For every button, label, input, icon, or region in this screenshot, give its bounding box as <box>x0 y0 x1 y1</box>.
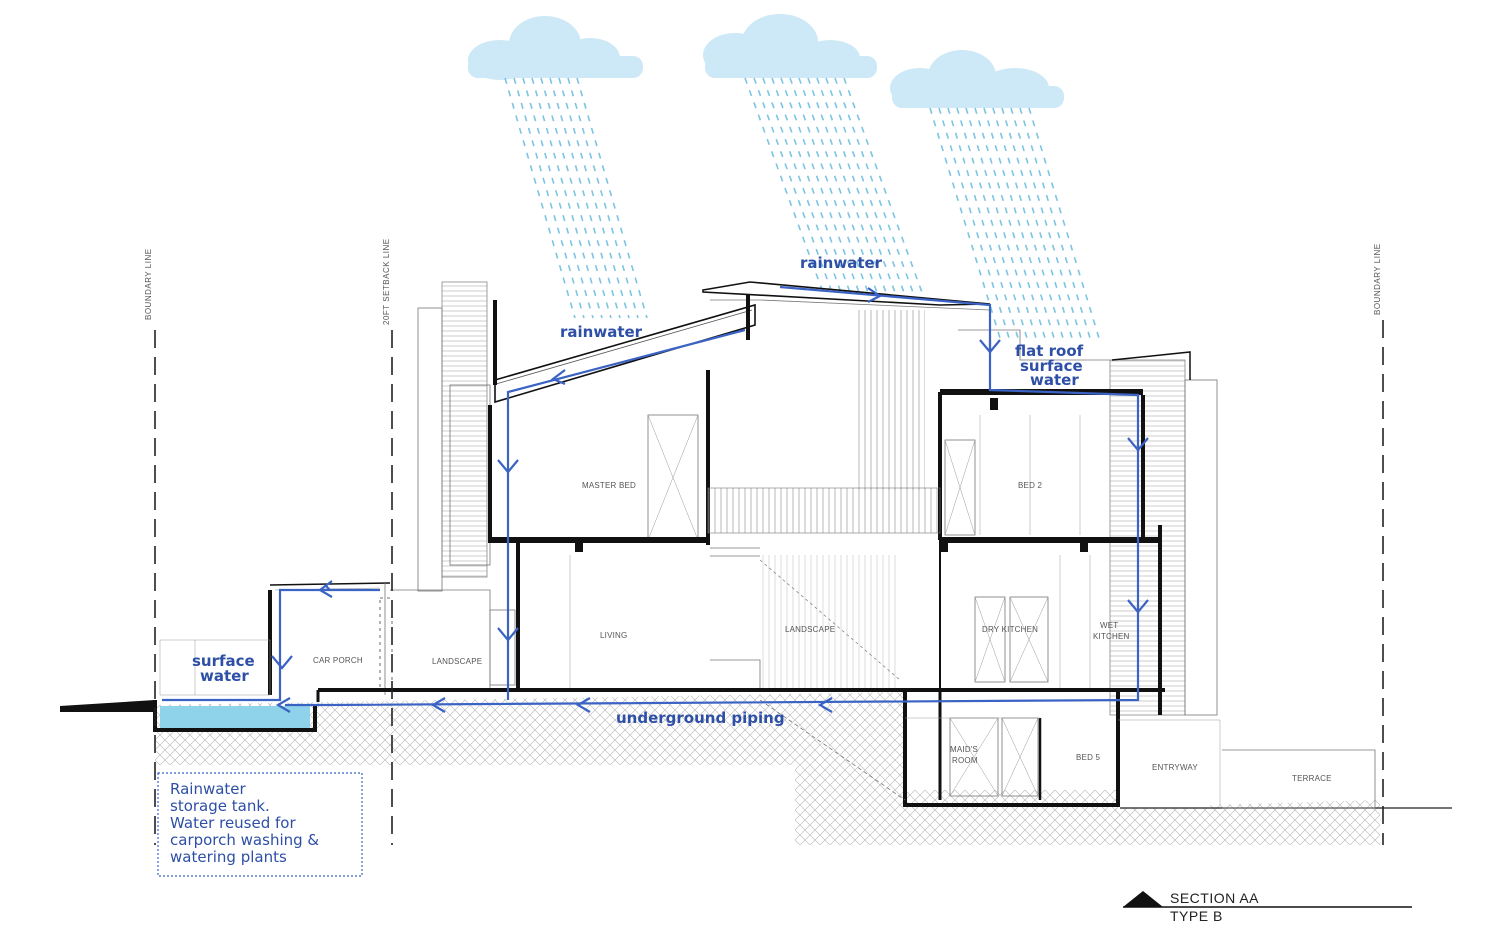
rain-streak <box>504 77 576 319</box>
setback-line-label: 20FT SETBACK LINE <box>382 238 391 325</box>
cloud-group <box>468 14 1064 108</box>
section-marker-icon <box>1123 891 1163 907</box>
room-labels: MASTER BED BED 2 LIVING LANDSCAPE LANDSC… <box>313 481 1332 783</box>
rain-streak <box>825 77 907 299</box>
flow-label-rainwater-left: rainwater <box>560 323 643 341</box>
rain-streak <box>513 77 585 319</box>
rain-streak <box>1010 107 1082 339</box>
rain-streak <box>974 107 1046 339</box>
room-label-landscape-left: LANDSCAPE <box>432 657 482 666</box>
room-label-maids-room: MAID'S <box>950 745 978 754</box>
rain-streak <box>983 107 1055 339</box>
rain-streak <box>1001 107 1073 339</box>
room-label-entryway: ENTRYWAY <box>1152 763 1198 772</box>
note-line: storage tank. <box>170 797 270 815</box>
arrow-down-icon <box>497 627 519 642</box>
rain-streak <box>567 77 639 319</box>
arrow-left-icon <box>318 580 333 598</box>
rain-streak <box>531 77 603 319</box>
water-flow-paths <box>162 285 1140 707</box>
storage-tank-note: Rainwater storage tank. Water reused for… <box>157 772 363 877</box>
rain-streaks <box>504 77 1100 339</box>
room-label-dry-kitchen: DRY KITCHEN <box>982 625 1038 634</box>
boundary-line-left-label: BOUNDARY LINE <box>144 248 153 320</box>
rain-streak <box>522 77 594 319</box>
flow-label-surface-water: water <box>200 667 249 685</box>
flow-arrows <box>271 287 1149 713</box>
cloud-icon <box>468 16 643 80</box>
rain-streak <box>816 77 898 299</box>
boundary-line-right-label: BOUNDARY LINE <box>1373 243 1382 315</box>
room-label-wet-kitchen: WET <box>1100 621 1118 630</box>
rain-streak <box>956 107 1028 339</box>
arrow-left-icon <box>550 369 566 386</box>
arrow-left-icon <box>430 697 446 713</box>
arrow-down-icon <box>271 655 293 670</box>
rain-streak <box>771 77 853 299</box>
flow-label-surface-water: surface <box>192 652 255 670</box>
section-type: TYPE B <box>1170 908 1223 924</box>
flow-label-flat-roof: flat roof <box>1015 342 1084 360</box>
rain-streak <box>929 107 1001 339</box>
arrow-left-icon <box>575 697 591 713</box>
flow-labels: rainwater rainwater flat roof surface wa… <box>192 254 1084 727</box>
cloud-icon <box>703 14 877 78</box>
rain-streak <box>965 107 1037 339</box>
section-title: SECTION AA <box>1170 890 1259 906</box>
rain-streak <box>798 77 880 299</box>
room-label-car-porch: CAR PORCH <box>313 656 363 665</box>
rain-streak <box>807 77 889 299</box>
rain-streak <box>540 77 612 319</box>
rain-streak <box>762 77 844 299</box>
room-label-bed-2: BED 2 <box>1018 481 1042 490</box>
note-line: watering plants <box>170 848 287 866</box>
rain-streak <box>549 77 621 319</box>
note-line: Water reused for <box>170 814 296 832</box>
flow-label-flat-roof: water <box>1030 371 1079 389</box>
building-section <box>159 281 1376 809</box>
cloud-icon <box>890 50 1064 108</box>
note-line: Rainwater <box>170 780 247 798</box>
rain-streak <box>744 77 826 299</box>
rain-streak <box>992 107 1064 339</box>
rain-streak <box>843 77 925 299</box>
rain-streak <box>753 77 835 299</box>
room-label-maids-room: ROOM <box>952 756 978 765</box>
rain-streak <box>1028 107 1100 339</box>
room-label-bed-5: BED 5 <box>1076 753 1100 762</box>
rain-streak <box>834 77 916 299</box>
rain-streak <box>576 77 648 319</box>
flow-label-rainwater-top: rainwater <box>800 254 883 272</box>
boundary-lines: BOUNDARY LINE 20FT SETBACK LINE BOUNDARY… <box>144 238 1384 845</box>
note-line: carporch washing & <box>170 831 319 849</box>
arrow-down-icon <box>979 339 1001 354</box>
room-label-living: LIVING <box>600 631 627 640</box>
room-label-terrace: TERRACE <box>1292 774 1332 783</box>
flow-label-underground-piping: underground piping <box>616 709 785 727</box>
arrow-left-icon <box>275 697 291 713</box>
rain-streak <box>1019 107 1091 339</box>
section-title-block: SECTION AA TYPE B <box>1123 890 1412 924</box>
arrow-right-icon <box>867 287 883 303</box>
arrow-down-icon <box>1127 599 1149 614</box>
room-label-master-bed: MASTER BED <box>582 481 636 490</box>
room-label-wet-kitchen: KITCHEN <box>1093 632 1130 641</box>
arrow-left-icon <box>817 697 833 713</box>
arrow-down-icon <box>497 459 519 474</box>
room-label-landscape-center: LANDSCAPE <box>785 625 835 634</box>
rain-streak <box>789 77 871 299</box>
rain-streak <box>947 107 1019 339</box>
rain-streak <box>780 77 862 299</box>
rain-streak <box>938 107 1010 339</box>
rain-streak <box>558 77 630 319</box>
arrow-down-icon <box>1127 437 1149 452</box>
flow-label-flat-roof: surface <box>1020 357 1083 375</box>
